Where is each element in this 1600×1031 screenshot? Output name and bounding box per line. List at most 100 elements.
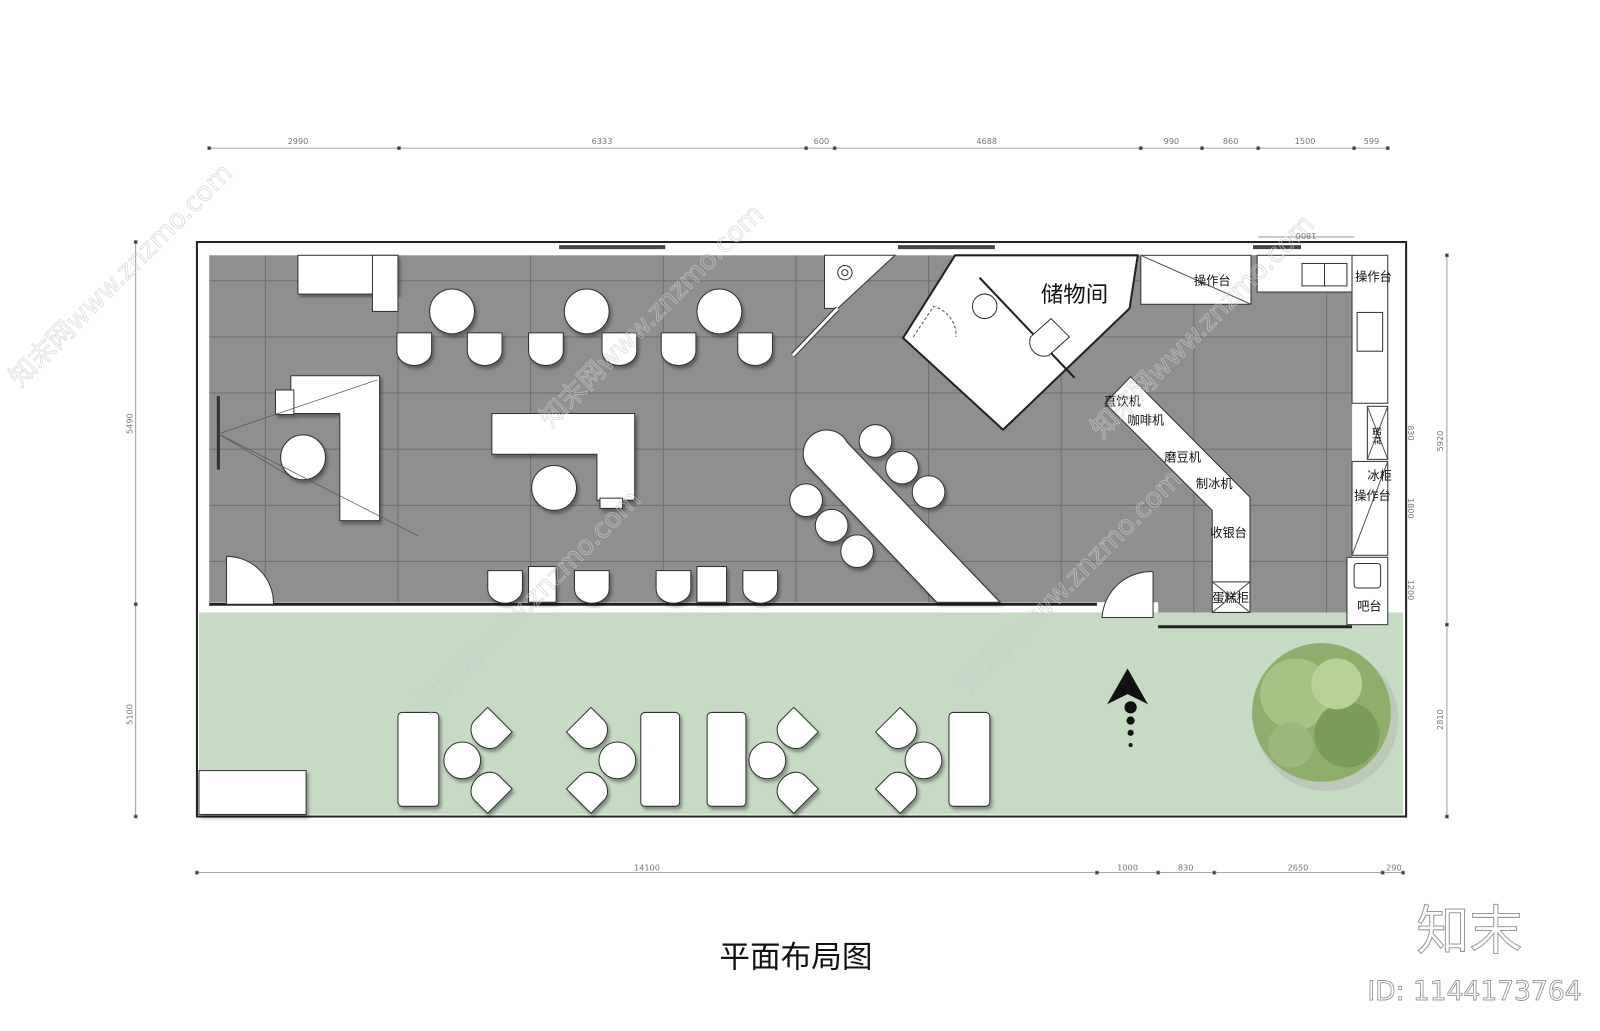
dimension-tick — [1212, 870, 1217, 875]
armchair — [776, 771, 820, 815]
dimension-tick — [133, 602, 138, 607]
dim-bottom-1: 1000 — [1117, 863, 1138, 873]
dimension-tick — [1138, 146, 1143, 151]
tree-icon — [1252, 643, 1398, 792]
dimension-tick — [1256, 146, 1261, 151]
coffee-machine-label: 咖啡机 — [1128, 413, 1165, 428]
dimension-tick — [207, 146, 212, 151]
armchair — [528, 332, 564, 367]
dimension-tick — [195, 870, 199, 875]
dimension-tick — [1401, 870, 1405, 875]
dim-bottom-2: 830 — [1178, 863, 1194, 873]
terrace-sofa — [397, 711, 440, 807]
door-left-icon — [226, 555, 274, 605]
dim-top-3: 4688 — [976, 136, 997, 146]
dimension-tick — [133, 814, 138, 819]
armchair — [601, 332, 638, 367]
dim-right-inner-2: 1200 — [1406, 580, 1416, 601]
dim-top-0: 2990 — [288, 136, 309, 146]
small-cabinet-label: 留样 — [1370, 427, 1382, 445]
armchair — [737, 332, 773, 367]
round-table — [280, 434, 327, 481]
terrace-sofa — [706, 711, 747, 807]
bar-stool — [885, 450, 919, 485]
armchair — [573, 570, 610, 604]
round-table — [696, 288, 743, 335]
armchair — [470, 771, 513, 815]
dim-top-1: 6333 — [592, 136, 613, 146]
terrace-sofa — [640, 711, 681, 807]
bar-island — [802, 429, 1002, 603]
side-box — [275, 389, 295, 415]
freezer-diagonal — [1351, 461, 1389, 556]
grinder-label: 磨豆机 — [1164, 450, 1201, 464]
ice-maker-label: 制冰机 — [1196, 477, 1233, 491]
armchair — [776, 706, 820, 749]
dimension-tick — [397, 146, 401, 151]
dim-right-inner-0: 830 — [1406, 425, 1416, 441]
north-arrow-icon — [1107, 668, 1148, 748]
dimension-tick — [1156, 870, 1161, 875]
washbasin-icon — [971, 293, 998, 320]
dim-bottom-0: 14100 — [634, 863, 660, 873]
armchair — [396, 332, 433, 367]
dimension-tick — [1095, 870, 1099, 875]
armchair — [742, 570, 779, 604]
bar-stool — [814, 508, 849, 543]
bar-stool — [840, 534, 874, 569]
bar-label: 吧台 — [1357, 598, 1381, 613]
storage-room-label: 储物间 — [1041, 282, 1108, 308]
dim-top-4: 990 — [1164, 136, 1180, 146]
prep-counter-right-label: 操作台 — [1355, 269, 1392, 284]
round-table — [531, 464, 578, 511]
dimension-tick — [804, 146, 809, 151]
dimension-tick — [1385, 146, 1390, 151]
armchair — [874, 771, 918, 815]
plan-title: 平面布局图 — [719, 941, 872, 976]
dim-left-1: 5100 — [125, 704, 135, 725]
bathroom-door-icon — [912, 305, 957, 338]
hand-sink-icon — [1356, 311, 1384, 352]
bar-stool — [911, 475, 946, 509]
door-right-icon — [1101, 571, 1154, 619]
prep-counter-diagonal — [1140, 254, 1252, 305]
armchair — [487, 570, 523, 604]
bar-stool — [789, 483, 823, 518]
booth-table — [528, 566, 557, 603]
round-table — [429, 288, 475, 335]
round-table — [563, 288, 610, 335]
dim-right-inner-1: 1800 — [1406, 498, 1416, 519]
desk — [491, 412, 636, 501]
armchair — [565, 706, 608, 749]
armchair — [470, 706, 513, 749]
floor-drain-icon — [837, 264, 853, 281]
water-dispenser-label: 直饮机 — [1104, 394, 1141, 408]
wall-counter-end — [371, 254, 399, 312]
dim-right-0: 5920 — [1435, 431, 1445, 452]
booth-table — [696, 566, 728, 603]
watermark-logo: 知末 — [1416, 900, 1522, 962]
dimension-tick — [1380, 870, 1385, 875]
pantry-door-fill — [791, 307, 839, 357]
projection-lines — [218, 379, 419, 537]
bar-sink-icon — [1353, 562, 1382, 589]
dim-top-2: 600 — [814, 136, 830, 146]
dim-bottom-3: 2650 — [1288, 863, 1309, 873]
dim-top-5: 860 — [1223, 136, 1239, 146]
dim-bottom-4: 290 — [1386, 863, 1402, 873]
small-cabinet-cross — [1366, 406, 1389, 460]
dim-top-inner: 1800 — [1296, 231, 1317, 241]
dim-right-1: 2810 — [1435, 709, 1445, 730]
terrace-table — [443, 741, 482, 780]
desk-chair — [599, 497, 623, 509]
dimension-tick — [133, 240, 138, 244]
toilet-icon — [1029, 317, 1071, 357]
terrace-table — [748, 741, 787, 780]
armchair — [660, 332, 697, 367]
armchair — [874, 706, 918, 749]
dimension-tick — [1445, 814, 1449, 819]
armchair — [655, 570, 692, 604]
terrace-table — [598, 741, 637, 780]
dimension-tick — [1200, 146, 1204, 151]
